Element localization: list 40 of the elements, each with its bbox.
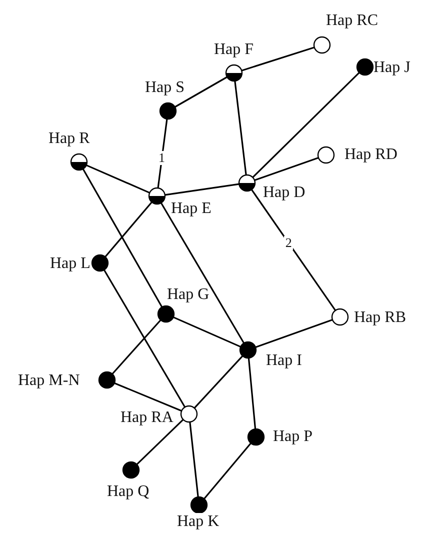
connector-line: [241, 46, 315, 72]
connector-line: [114, 382, 182, 412]
connector-line: [160, 202, 245, 344]
haplotype-label: Hap F: [214, 41, 254, 59]
connector-line: [248, 358, 256, 430]
connector-line: [104, 202, 152, 258]
connector-line: [112, 319, 162, 375]
haplotype-label: Hap RD: [344, 146, 398, 164]
haplotype-label: Hap I: [266, 352, 302, 370]
haplotype-label: Hap P: [273, 428, 313, 446]
connector-line: [174, 76, 228, 108]
connector-line: [189, 422, 199, 498]
connector-line: [234, 80, 247, 176]
haplotype-label: Hap S: [145, 79, 185, 97]
haplotype-label: Hap RA: [120, 409, 174, 427]
haplotype-label: Hap Q: [107, 483, 150, 501]
connector-line: [82, 168, 163, 308]
connector-line: [86, 164, 150, 194]
connector-line: [254, 156, 319, 182]
haplotype-label: Hap M-N: [18, 372, 80, 390]
haplotype-label: Hap D: [263, 184, 306, 202]
connector-line: [194, 355, 244, 409]
connector-line: [255, 318, 333, 348]
haplotype-label: Hap J: [374, 59, 410, 77]
haplotype-label: Hap G: [167, 286, 210, 304]
connector-line: [252, 72, 360, 178]
connector-line: [172, 316, 242, 348]
haplotype-label: Hap K: [177, 513, 220, 531]
connector-line: [203, 442, 252, 500]
haplotype-label: Hap RC: [326, 12, 378, 30]
connector-line: [136, 419, 184, 465]
haplotype-label: Hap E: [171, 200, 212, 218]
connector-line: [164, 183, 240, 196]
edge-label: 1: [157, 150, 166, 165]
connector-line: [250, 189, 336, 311]
haplotype-label: Hap L: [50, 255, 90, 273]
haplotype-label: Hap R: [48, 130, 90, 148]
haplotype-label: Hap RB: [354, 309, 406, 327]
connector-line: [103, 270, 186, 408]
edge-label: 2: [284, 236, 293, 250]
